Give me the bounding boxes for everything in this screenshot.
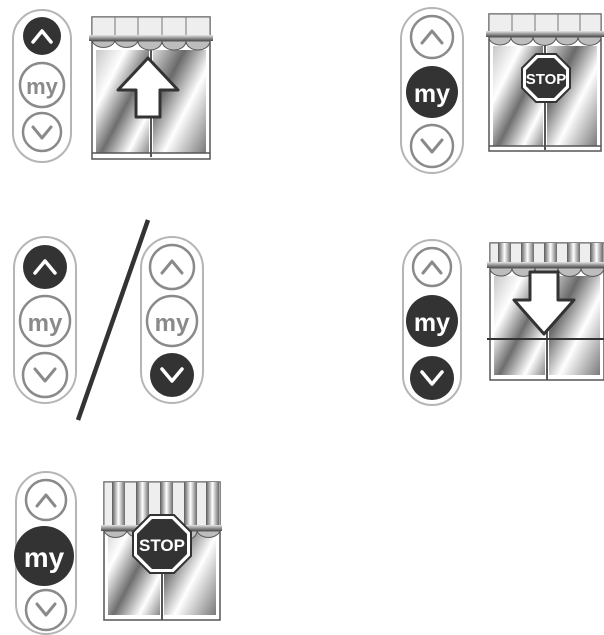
up-button[interactable] — [148, 243, 196, 291]
my-label: my — [24, 542, 65, 573]
remote-control-right: my — [140, 236, 204, 404]
down-arrow-icon — [512, 270, 576, 336]
chevron-down-icon — [420, 138, 444, 154]
window-illustration: STOP — [101, 481, 222, 621]
remote-control: my — [12, 9, 72, 163]
down-button[interactable] — [410, 356, 454, 400]
my-label: my — [26, 74, 59, 99]
step-stop-at-my: my STO — [400, 7, 604, 174]
chevron-down-icon — [420, 370, 444, 386]
chevron-down-icon — [160, 367, 184, 383]
chevron-down-icon — [31, 125, 53, 140]
remote-control-left: my — [13, 236, 77, 404]
up-button[interactable] — [409, 14, 455, 60]
step-raise: my — [12, 9, 213, 163]
my-button[interactable]: my — [14, 526, 74, 586]
chevron-down-icon — [33, 367, 57, 383]
chevron-down-icon — [35, 602, 57, 617]
step-lower: my — [402, 239, 604, 406]
stop-label: STOP — [526, 71, 567, 88]
down-button[interactable] — [21, 351, 69, 399]
my-button[interactable]: my — [18, 61, 66, 109]
chevron-up-icon — [31, 29, 53, 44]
window-illustration — [487, 242, 604, 381]
awning-retracted — [89, 16, 213, 51]
down-button[interactable] — [409, 123, 455, 169]
chevron-up-icon — [421, 260, 443, 275]
up-button[interactable] — [24, 478, 68, 522]
octagon-stop-icon: STOP — [521, 53, 571, 103]
my-button[interactable]: my — [18, 294, 72, 348]
my-button[interactable]: my — [406, 66, 458, 118]
step-stop-lowered: my S — [14, 471, 222, 635]
my-label: my — [414, 80, 450, 108]
remote-control: my — [400, 7, 464, 174]
awning-retracted — [486, 13, 604, 46]
my-label: my — [414, 309, 450, 337]
my-label: my — [155, 310, 190, 337]
octagon-stop-icon: STOP — [132, 514, 192, 574]
chevron-up-icon — [33, 259, 57, 275]
my-button[interactable]: my — [145, 294, 199, 348]
chevron-up-icon — [35, 493, 57, 508]
down-button[interactable] — [150, 353, 194, 397]
step-up-or-down: my my — [13, 219, 204, 421]
chevron-up-icon — [420, 29, 444, 45]
up-arrow-icon — [116, 56, 180, 119]
chevron-up-icon — [160, 259, 184, 275]
remote-control: my — [402, 239, 462, 406]
my-button[interactable]: my — [406, 295, 458, 347]
my-label: my — [28, 310, 63, 337]
window-illustration — [89, 16, 213, 160]
remote-control: my — [14, 471, 77, 635]
up-button[interactable] — [23, 245, 67, 289]
down-button[interactable] — [21, 111, 63, 153]
down-button[interactable] — [24, 588, 68, 632]
up-button[interactable] — [411, 246, 453, 288]
stop-label: STOP — [139, 536, 185, 555]
window-illustration: STOP — [486, 13, 604, 152]
or-separator-slash — [75, 219, 151, 421]
up-button[interactable] — [23, 17, 61, 55]
